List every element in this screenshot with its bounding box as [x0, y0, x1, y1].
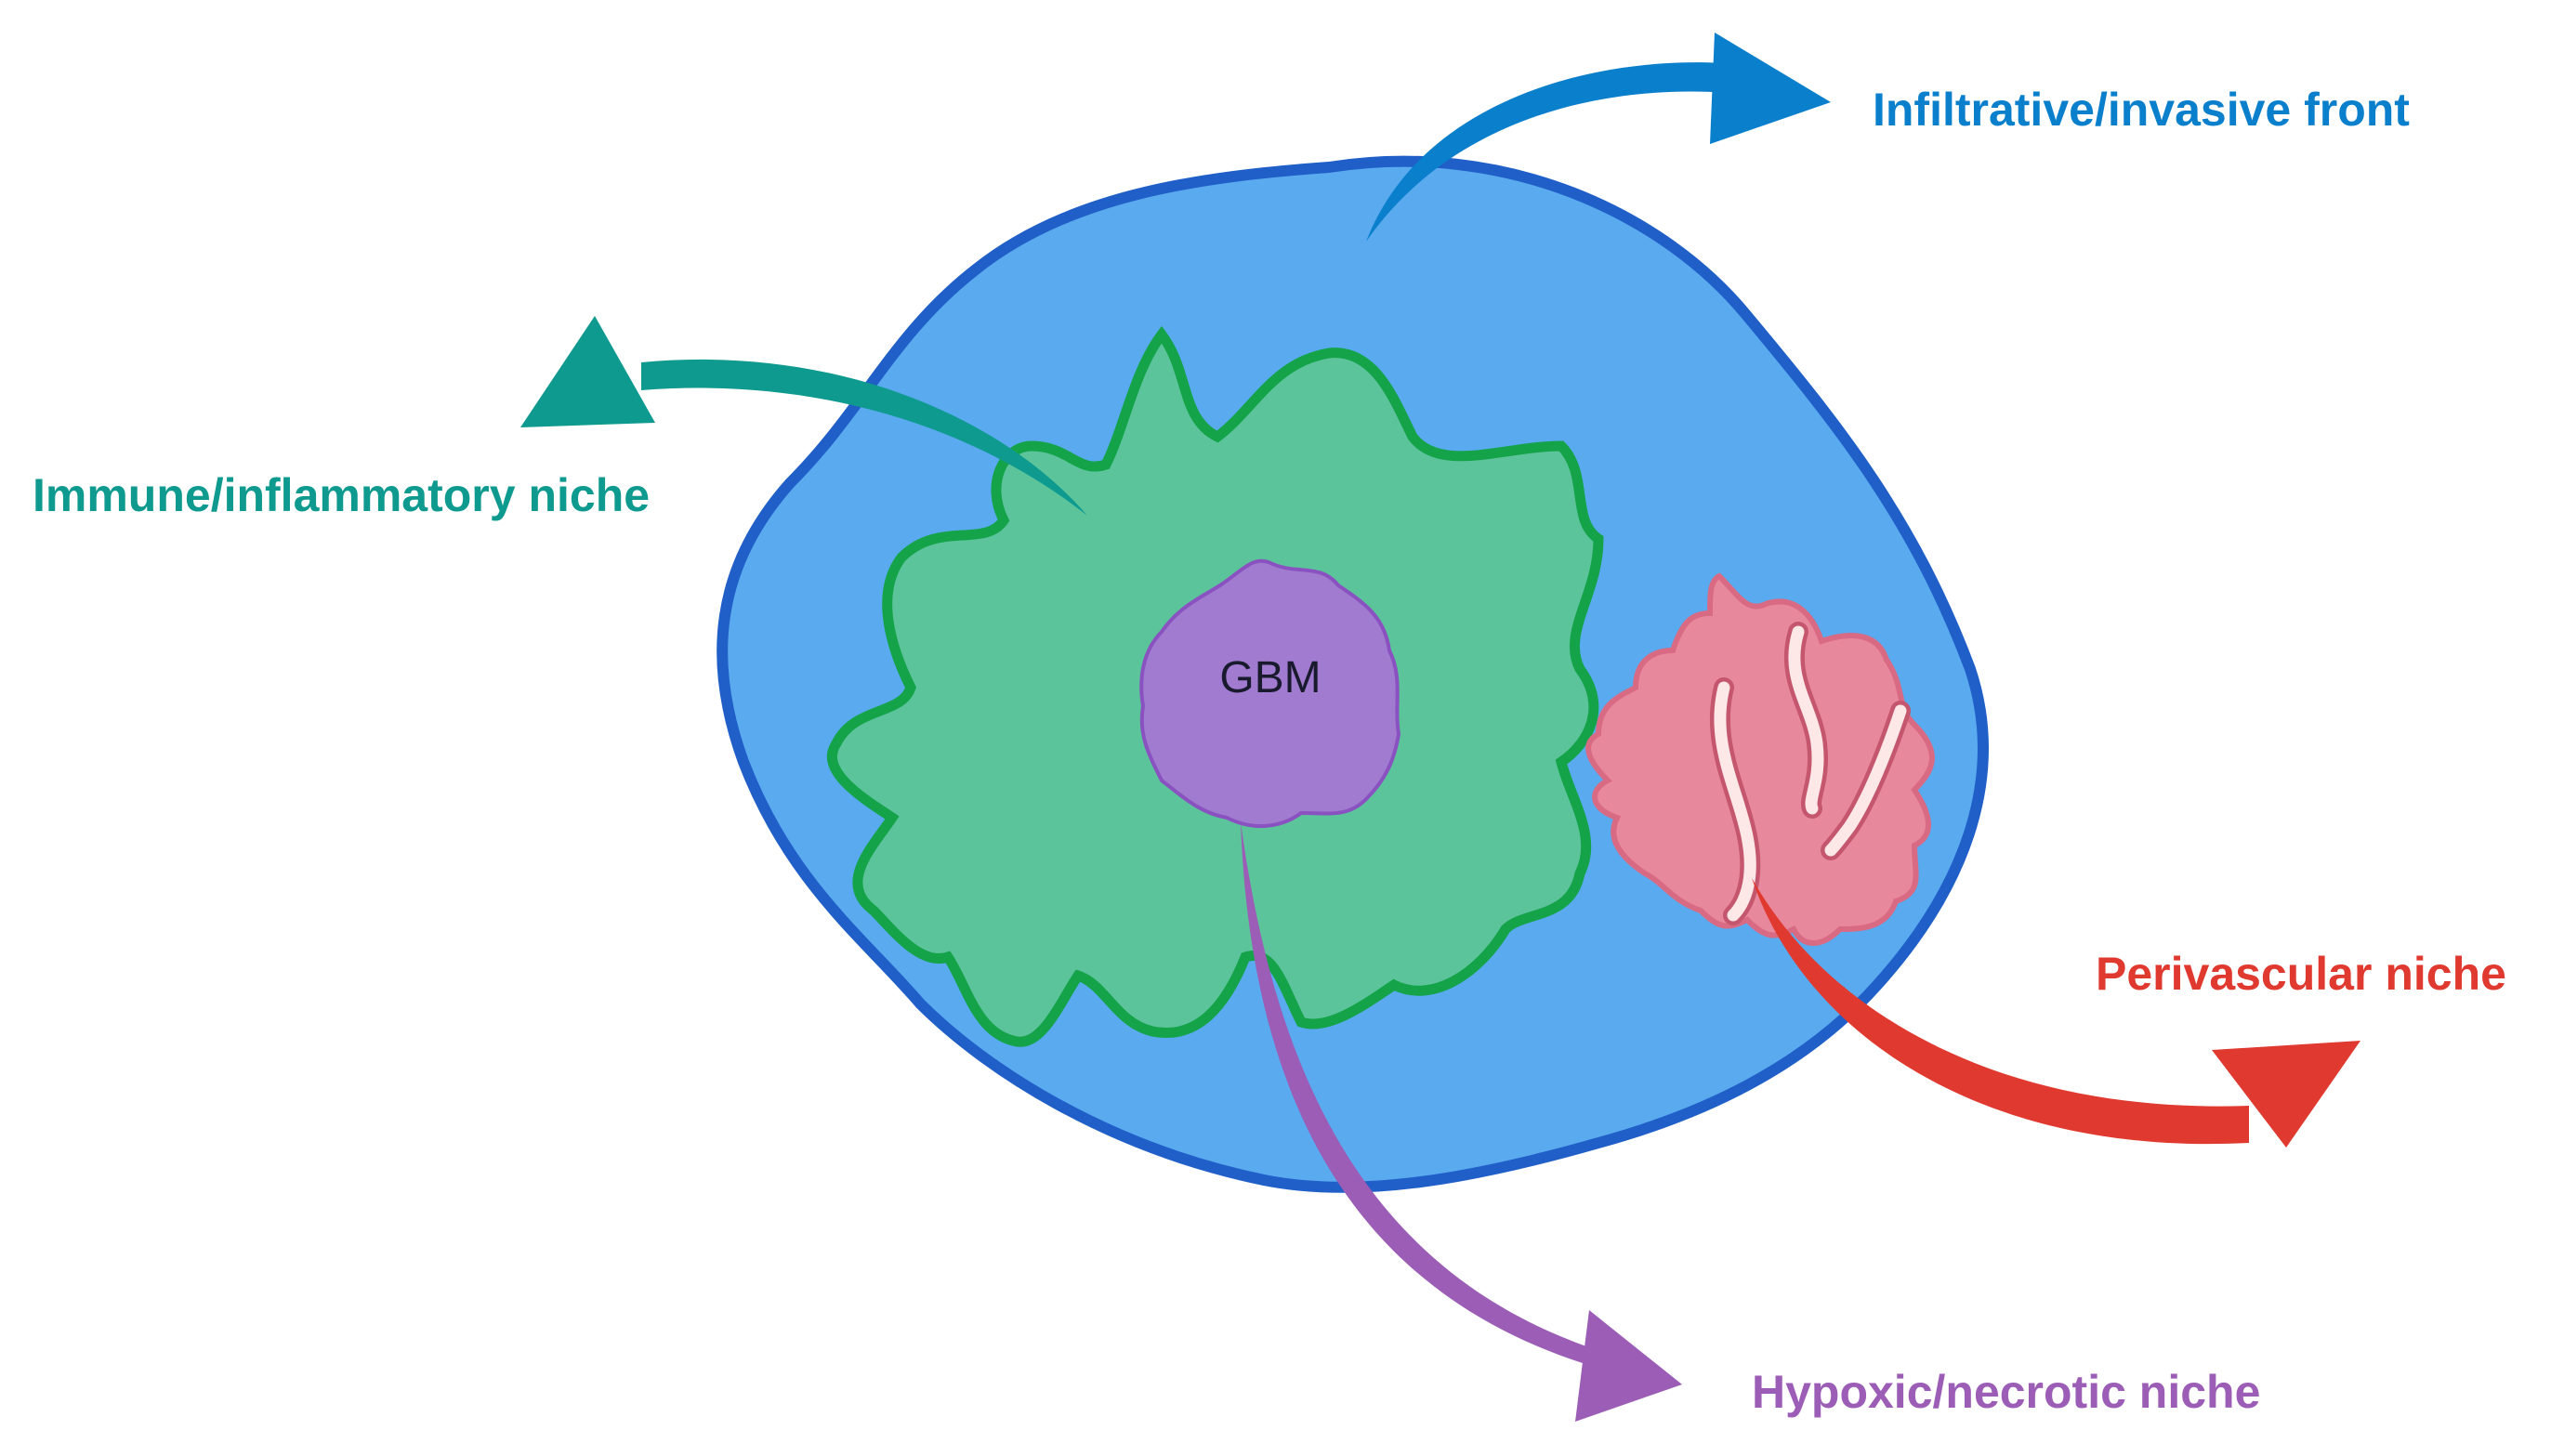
infiltrative-label: Infiltrative/invasive front: [1873, 84, 2410, 136]
immune-label: Immune/inflammatory niche: [33, 469, 650, 521]
perivascular-arrow: [1752, 878, 2360, 1148]
blood-vessels: [1709, 622, 1911, 925]
perivascular-label: Perivascular niche: [2096, 948, 2506, 1000]
perivascular-niche-blob: [1585, 572, 1935, 946]
infiltrative-arrow: [1366, 33, 1831, 242]
immune-arrow: [520, 316, 1087, 516]
gbm-core: [1139, 558, 1401, 829]
gbm-core-label: GBM: [1219, 653, 1321, 702]
hypoxic-label: Hypoxic/necrotic niche: [1752, 1366, 2260, 1418]
hypoxic-arrow: [1241, 822, 1682, 1422]
